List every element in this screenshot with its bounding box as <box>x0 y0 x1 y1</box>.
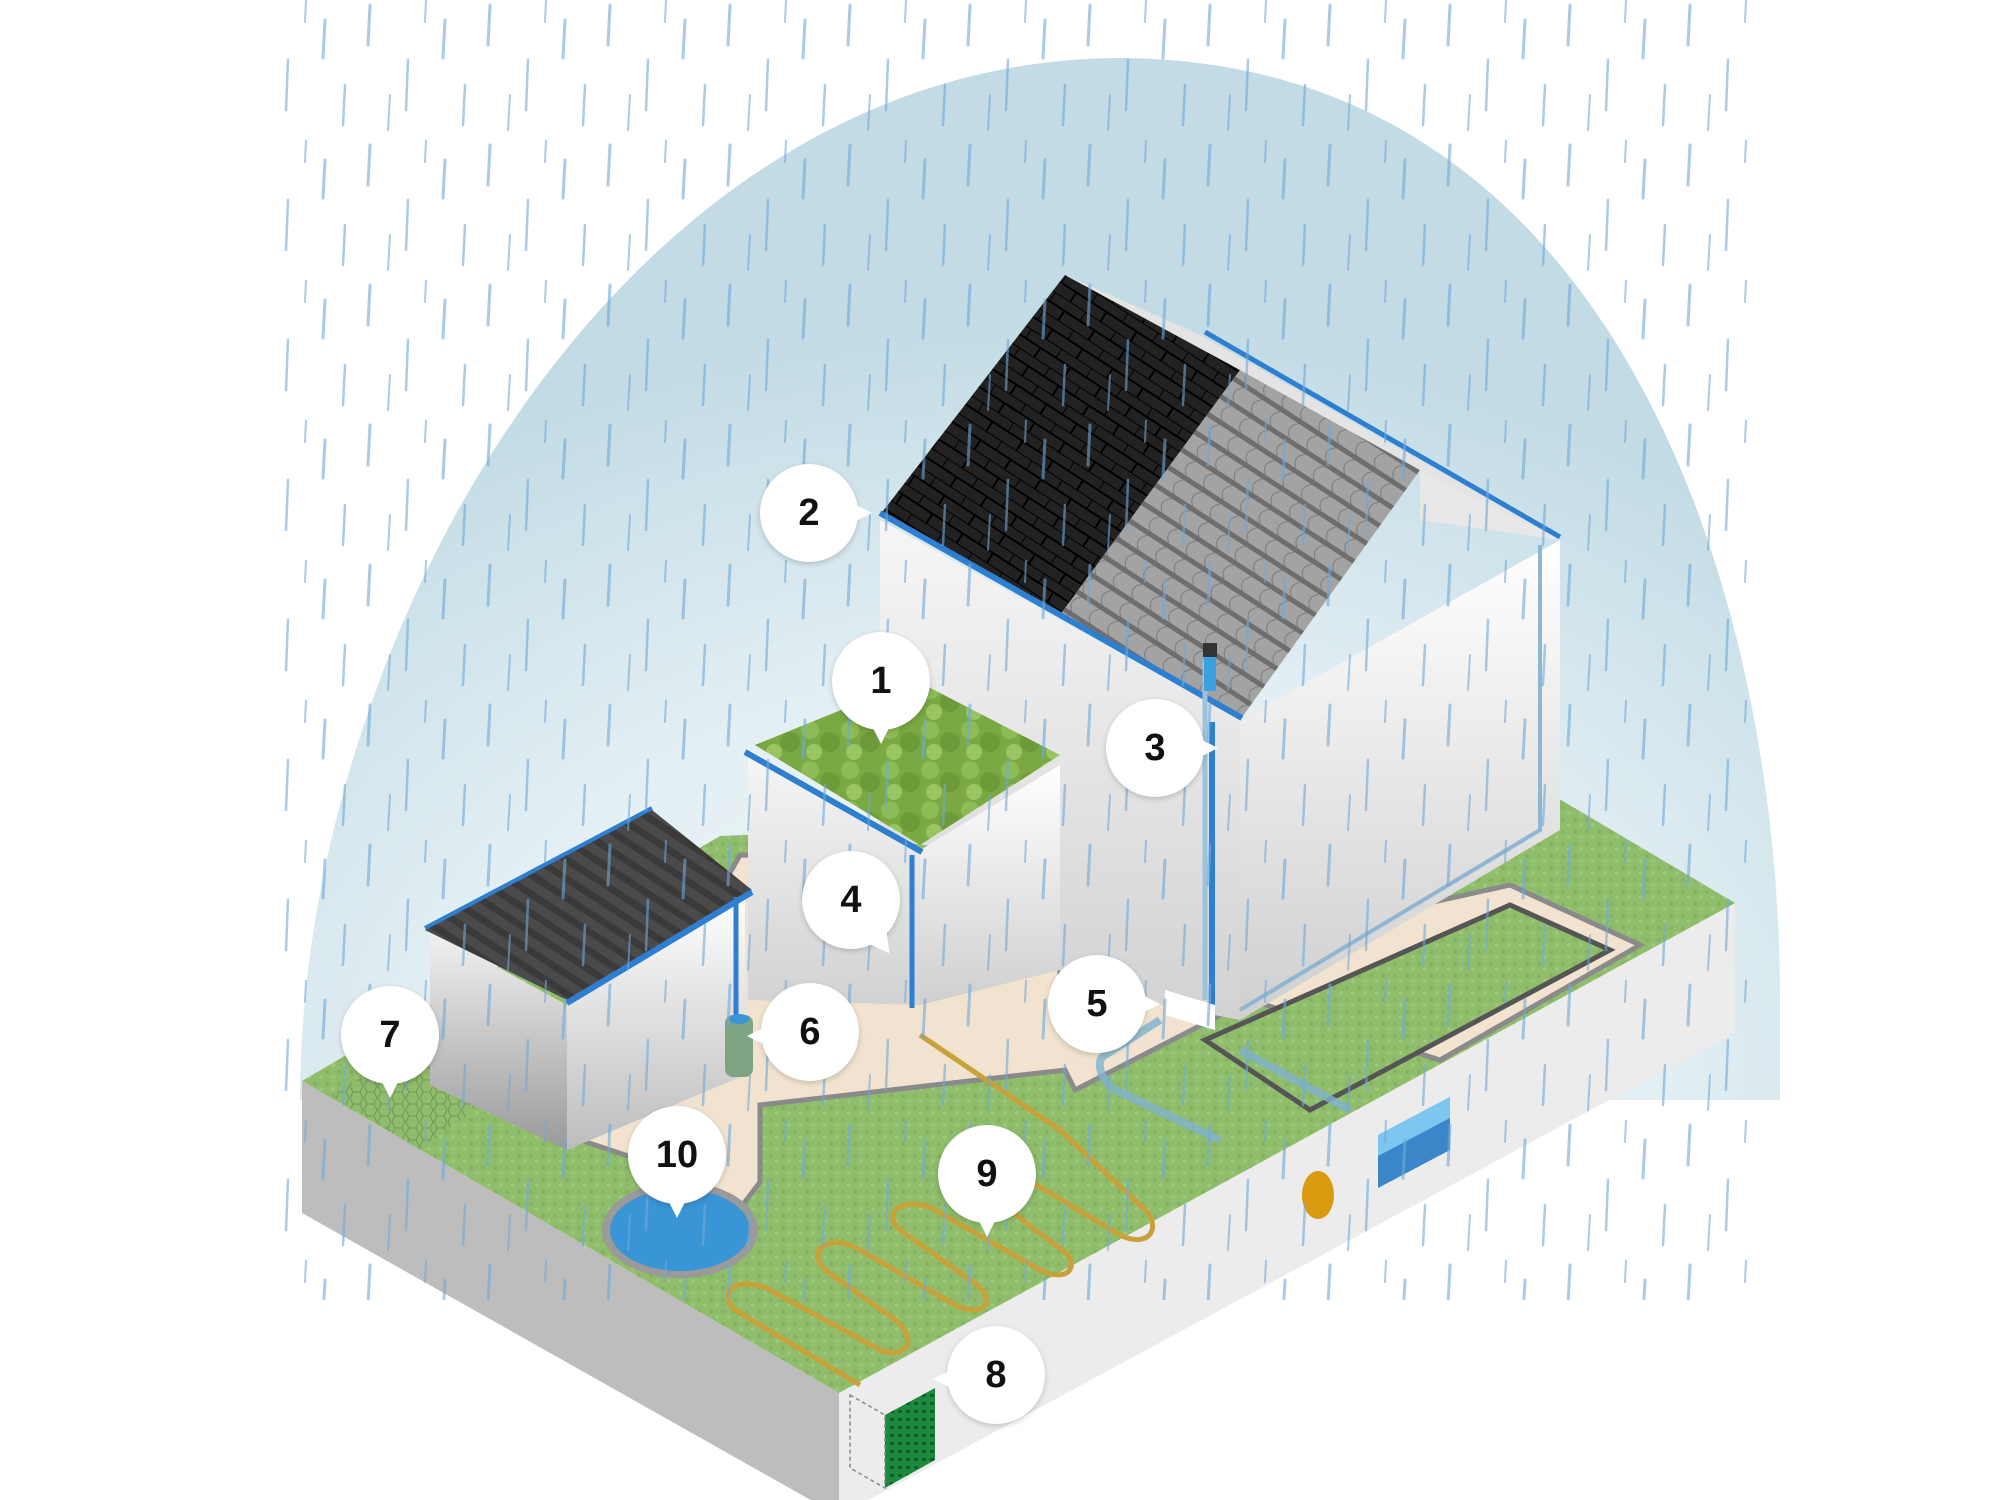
callout-number: 10 <box>655 1133 699 1176</box>
callout-pointer <box>747 1027 765 1045</box>
callout-pointer <box>381 1080 399 1098</box>
callout-5-connector[interactable]: 5 <box>1048 955 1160 1053</box>
callout-8-infiltration-crate[interactable]: 8 <box>933 1326 1045 1424</box>
rain <box>280 0 1760 1300</box>
callout-pointer <box>1200 739 1218 757</box>
callout-number: 7 <box>379 1013 401 1056</box>
infiltration-crate <box>885 1388 935 1488</box>
callout-6-rain-barrel[interactable]: 6 <box>747 983 859 1081</box>
callout-9-drainage-coil[interactable]: 9 <box>938 1125 1036 1237</box>
callout-pointer <box>1142 995 1160 1013</box>
callout-pointer <box>872 726 890 744</box>
callout-pointer <box>978 1219 996 1237</box>
callout-number: 8 <box>985 1353 1007 1396</box>
callout-number: 6 <box>799 1010 821 1053</box>
callout-10-pond[interactable]: 10 <box>628 1106 726 1218</box>
callout-number: 3 <box>1144 726 1166 769</box>
callout-number: 2 <box>798 491 820 534</box>
callout-number: 1 <box>870 659 892 702</box>
callout-number: 5 <box>1086 982 1108 1025</box>
crate-outline <box>849 1393 886 1490</box>
callout-pointer <box>933 1370 951 1388</box>
callout-2-gutter[interactable]: 2 <box>760 464 872 562</box>
callout-3-downpipe[interactable]: 3 <box>1106 699 1218 797</box>
callout-number: 9 <box>976 1152 998 1195</box>
callout-7-permeable-paving[interactable]: 7 <box>341 986 439 1098</box>
callout-pointer <box>854 504 872 522</box>
callout-4-extension-downpipe[interactable]: 4 <box>802 851 900 960</box>
callout-1-green-roof[interactable]: 1 <box>832 632 930 744</box>
callout-pointer <box>668 1200 686 1218</box>
callout-number: 4 <box>840 878 862 921</box>
